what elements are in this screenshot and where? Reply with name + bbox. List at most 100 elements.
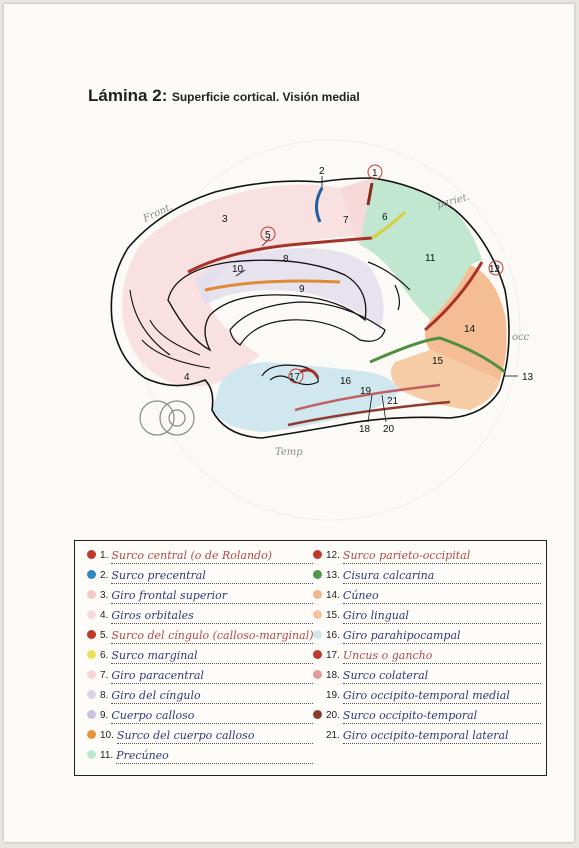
legend-row: 19.Giro occipito-temporal medial	[309, 684, 541, 704]
label-occ: occ	[512, 332, 530, 343]
color-dot	[313, 590, 322, 599]
legend-row: 6.Surco marginal	[83, 644, 313, 664]
legend-column-left: 1.Surco central (o de Rolando) 2.Surco p…	[83, 544, 313, 764]
legend-answer: Surco marginal	[111, 649, 313, 664]
legend-number: 14.	[326, 590, 340, 601]
num-11: 11	[425, 253, 436, 264]
color-dot	[313, 610, 322, 619]
legend-answer: Surco del cuerpo calloso	[116, 729, 313, 744]
legend-row: 9.Cuerpo calloso	[83, 704, 313, 724]
legend-answer: Uncus o gancho	[342, 649, 541, 664]
color-dot	[313, 570, 322, 579]
num-3: 3	[222, 214, 228, 225]
num-7: 7	[343, 215, 349, 226]
legend-row: 16.Giro parahipocampal	[309, 624, 541, 644]
region-paracentral	[340, 178, 372, 245]
color-dot	[87, 650, 96, 659]
leader-lines	[235, 176, 518, 423]
num-1: 1	[372, 168, 378, 179]
legend-row: 12.Surco parieto-occipital	[309, 544, 541, 564]
legend-number: 15.	[326, 610, 340, 621]
legend-number: 12.	[326, 550, 340, 561]
legend-row: 21.Giro occipito-temporal lateral	[309, 724, 541, 744]
legend-row: 10.Surco del cuerpo calloso	[83, 724, 313, 744]
orbital-lines	[129, 289, 211, 369]
color-dot	[87, 730, 96, 739]
legend-answer: Surco occipito-temporal	[342, 709, 541, 724]
color-dot	[87, 630, 96, 639]
color-dot	[87, 690, 96, 699]
num-17: 17	[289, 372, 301, 383]
region-cuneus	[425, 265, 507, 380]
legend-number: 5.	[100, 630, 109, 641]
sulcus-marginal	[371, 210, 407, 240]
sulcus-collateral	[294, 383, 441, 412]
legend-answer: Cuerpo calloso	[111, 709, 313, 724]
legend-answer: Giro paracentral	[111, 669, 313, 684]
color-dot	[313, 710, 322, 719]
legend-number: 11.	[100, 750, 114, 761]
sulcus-occipito-temporal	[287, 400, 451, 427]
legend-row: 8.Giro del cíngulo	[83, 684, 313, 704]
legend-number: 1.	[100, 550, 109, 561]
legend-number: 20.	[326, 710, 340, 721]
region-frontal	[122, 184, 355, 387]
region-cingulate	[195, 248, 384, 330]
num-19: 19	[360, 386, 372, 397]
sulcus-cingulate	[187, 236, 373, 274]
legend-number: 16.	[326, 630, 340, 641]
legend-number: 9.	[100, 710, 109, 721]
legend-number: 6.	[100, 650, 109, 661]
sulcus-callosal	[204, 279, 341, 292]
title-subtitle: Superficie cortical. Visión medial	[171, 90, 360, 104]
uncus-mark	[299, 368, 320, 379]
legend-row: 11.Precúneo	[83, 744, 313, 764]
legend-answer: Cúneo	[342, 589, 541, 604]
sulcus-parieto-occipital	[424, 261, 484, 332]
legend-number: 2.	[100, 570, 109, 581]
num-5: 5	[265, 230, 271, 241]
color-dot	[87, 610, 96, 619]
legend-answer: Surco parieto-occipital	[342, 549, 541, 564]
legend-number: 8.	[100, 690, 109, 701]
legend-number: 7.	[100, 670, 109, 681]
color-dot	[87, 670, 96, 679]
color-dot	[313, 550, 322, 559]
num-15: 15	[432, 356, 444, 367]
legend-number: 4.	[100, 610, 109, 621]
legend-answer: Surco precentral	[111, 569, 313, 584]
legend-answer: Giro lingual	[342, 609, 541, 624]
legend-number: 13.	[326, 570, 340, 581]
eye-sketch	[139, 400, 195, 436]
legend-row: 17.Uncus o gancho	[309, 644, 541, 664]
legend-row: 1.Surco central (o de Rolando)	[83, 544, 313, 564]
color-dot	[87, 590, 96, 599]
num-20: 20	[383, 424, 395, 435]
legend-number: 3.	[100, 590, 109, 601]
num-8: 8	[283, 254, 289, 265]
hemisphere-outline	[110, 177, 510, 439]
num-18: 18	[359, 424, 371, 435]
num-10: 10	[232, 264, 244, 275]
corpus-callosum-outline	[167, 259, 367, 352]
legend-answer: Surco colateral	[342, 669, 541, 684]
legend-box: 1.Surco central (o de Rolando) 2.Surco p…	[74, 540, 547, 776]
num-4: 4	[184, 372, 190, 383]
num-14: 14	[464, 324, 476, 335]
legend-number: 19.	[326, 690, 340, 701]
num-13: 13	[522, 372, 534, 383]
septum-outline	[229, 301, 386, 346]
legend-row: 2.Surco precentral	[83, 564, 313, 584]
legend-answer: Giro occipito-temporal medial	[342, 689, 541, 704]
legend-row: 3.Giro frontal superior	[83, 584, 313, 604]
legend-row: 15.Giro lingual	[309, 604, 541, 624]
legend-answer: Giro occipito-temporal lateral	[342, 729, 541, 744]
color-dot	[87, 570, 96, 579]
color-dot	[87, 550, 96, 559]
num-2: 2	[319, 166, 325, 177]
num-21: 21	[387, 396, 399, 407]
number-circles	[260, 164, 504, 384]
parietal-branches	[367, 261, 411, 311]
page-title: Lámina 2: Superficie cortical. Visión me…	[88, 86, 360, 106]
